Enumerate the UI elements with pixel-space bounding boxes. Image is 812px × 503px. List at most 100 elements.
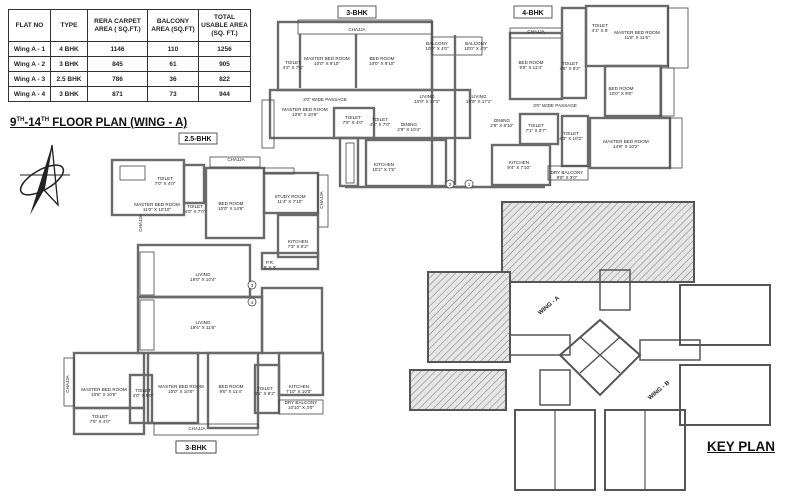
room-dimension: 7'3" X 9'2" — [288, 244, 309, 249]
room-name: BED ROOM — [218, 201, 243, 206]
door-number: 2 — [449, 182, 452, 187]
north-compass-icon — [19, 144, 70, 215]
key-plan-title: KEY PLAN — [707, 439, 776, 454]
unit-label: 2.5-BHK — [184, 136, 211, 143]
door-marker — [247, 297, 257, 307]
room-dimension: 11'8" X 11'6" — [624, 35, 650, 40]
room-dimension: 4'0" X 7'0" — [185, 209, 206, 214]
room-name: LIVING — [195, 320, 210, 325]
room-dimension: 2'9" X 8'10" — [490, 123, 514, 128]
room-name: TOILET — [345, 115, 361, 120]
room-name: LIVING — [471, 94, 486, 99]
door-marker — [445, 179, 455, 189]
room-dimension: 7'10" X 10'0" — [286, 389, 312, 394]
wing-a-label: WING - A — [537, 295, 561, 317]
title-part: 9 — [10, 117, 17, 129]
table-cell: 73 — [147, 86, 199, 102]
area-table: FLAT NO TYPE RERA CARPET AREA ( SQ.FT.) … — [8, 9, 251, 102]
room-name: KITCHEN — [374, 162, 394, 167]
room-name: BED ROOM — [518, 60, 543, 65]
room-name: TOILET — [135, 388, 151, 393]
room-name: CHAJJA — [138, 213, 143, 231]
room-dimension: 4'6" X 8'2" — [560, 66, 581, 71]
floor-plan-title: 9TH-14TH FLOOR PLAN (WING - A) — [10, 117, 187, 129]
room-name: TOILET — [257, 386, 273, 391]
room-name: BALCONY — [426, 41, 448, 46]
room-dimension: 4'1" X 7'0" — [370, 122, 391, 127]
room-name: STUDY ROOM — [274, 194, 305, 199]
room-dimension: 10'10" X 3'0" — [288, 405, 314, 410]
room-dimension: 10'0" X 17'1" — [414, 99, 440, 104]
room-name: KITCHEN — [509, 160, 529, 165]
room-name: MASTER BED ROOM — [282, 107, 328, 112]
unit-labels: 3-BHK 4-BHK 2.5-BHK 3-BHK — [175, 5, 553, 454]
room-name: DINING — [494, 118, 511, 123]
room-name: LIVING — [419, 94, 434, 99]
room-dimension: 10'9" X 17'1" — [466, 99, 492, 104]
room-dimension: 10'0" X 9'10" — [314, 61, 340, 66]
key-plan: WING - A WING - B — [409, 201, 771, 491]
room-name: TOILET — [372, 117, 388, 122]
room-name: BALCONY — [465, 41, 487, 46]
door-number: 4 — [251, 300, 254, 305]
room-name: LIVING — [195, 272, 210, 277]
door-number: 1 — [468, 182, 471, 187]
room-dimension: 10'6" X 10'6" — [292, 112, 318, 117]
col-flat-no: FLAT NO — [8, 9, 51, 42]
unit-4bhk — [455, 4, 689, 189]
title-sup: TH — [16, 117, 25, 124]
room-name: TOILET — [92, 414, 108, 419]
room-dimension: 4'3" X 7'5" — [283, 65, 304, 70]
room-dimension: 10'0" X 14'9" — [218, 206, 244, 211]
unit-2-5bhk — [110, 156, 329, 355]
room-name: 3'0" WIDE PASSAGE — [303, 97, 347, 102]
room-dimension: 19'0" X 10'4" — [190, 277, 216, 282]
room-name: TOILET — [285, 60, 301, 65]
room-name: DRY BALCONY — [285, 400, 318, 405]
room-dimension: 7'0" X 4'0" — [155, 181, 176, 186]
room-name: TOILET — [157, 176, 173, 181]
room-dimension: 5' X 3' — [264, 265, 277, 270]
unit-3bhk-bottom — [63, 351, 325, 454]
room-dimension: 10'2" X 7'5" — [372, 167, 396, 172]
room-dimension: 4'1" X 8'2" — [255, 391, 276, 396]
wing-b-label: WING - B — [647, 380, 671, 402]
room-name: CHAJJA — [348, 27, 366, 32]
room-dimension: 10'0" X 4'0" — [464, 46, 488, 51]
door-marker — [247, 280, 257, 290]
unit-label: 3-BHK — [185, 445, 206, 452]
room-dimension: 7'5" X 4'0" — [343, 120, 364, 125]
unit-3bhk-top — [261, 19, 483, 189]
room-dimension: 9'8" X 11'4" — [519, 65, 542, 70]
room-name: DRY BALCONY — [551, 170, 584, 175]
room-dimension: 10'0" X 4'0" — [425, 46, 449, 51]
room-dimension: 10'0" X 10'0" — [168, 389, 194, 394]
room-name: P.R. — [266, 260, 274, 265]
room-name: CHAJJA — [227, 157, 245, 162]
door-markers: 1 2 3 4 — [247, 179, 474, 307]
room-name: MASTER BED ROOM — [81, 387, 127, 392]
room-name: BED ROOM — [608, 86, 633, 91]
room-name: MASTER BED ROOM — [304, 56, 350, 61]
room-dimension: 19'4" X 11'6" — [190, 325, 216, 330]
room-name: 3'0" WIDE PASSAGE — [533, 103, 577, 108]
room-dimension: 4'3" X 10'2" — [559, 136, 583, 141]
room-name: MASTER BED ROOM — [614, 30, 660, 35]
door-number: 3 — [251, 283, 254, 288]
room-name: KITCHEN — [289, 384, 309, 389]
room-name: DINING — [401, 122, 418, 127]
room-name: KITCHEN — [288, 239, 308, 244]
room-name: MASTER BED ROOM — [158, 384, 204, 389]
col-balcony-area: BALCONY AREA (SQ.FT) — [147, 9, 199, 42]
room-dimension: 7'1" X 3'7" — [526, 128, 547, 133]
room-dimension: 9'8" X 3'0" — [557, 175, 578, 180]
title-sup: TH — [41, 117, 50, 124]
title-part: -14 — [24, 117, 42, 129]
unit-label: 3-BHK — [346, 10, 367, 17]
room-dimension: 10'0" X 9'8" — [609, 91, 633, 96]
room-name: MASTER BED ROOM — [603, 139, 649, 144]
